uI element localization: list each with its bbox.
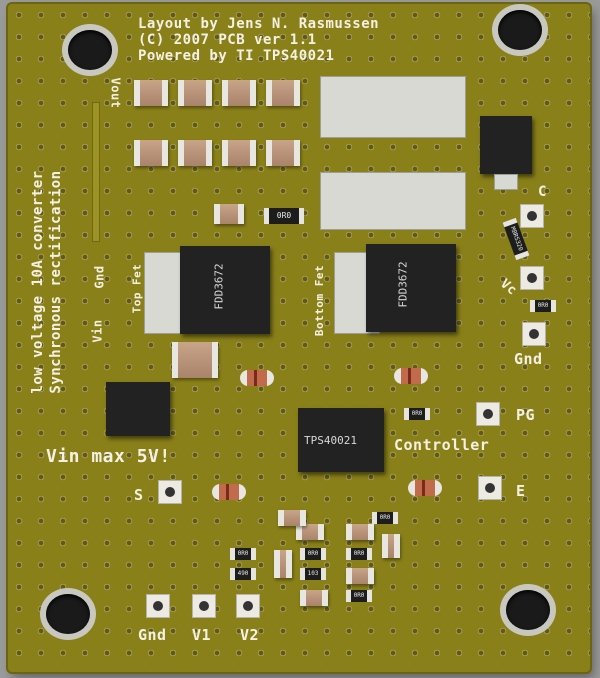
resistor-0r0-a: 0R0 xyxy=(230,548,256,560)
header-pad-vc xyxy=(520,266,544,290)
inductor-pad-top xyxy=(320,76,466,138)
label-gnd-bottom: Gnd xyxy=(138,626,167,644)
label-gnd-right: Gnd xyxy=(514,350,543,368)
glass-diode xyxy=(240,370,274,386)
small-capacitor xyxy=(300,590,328,606)
label-s: S xyxy=(134,486,144,504)
small-capacitor xyxy=(382,534,400,558)
output-capacitor xyxy=(134,80,168,106)
output-capacitor xyxy=(178,140,212,166)
output-capacitor xyxy=(266,80,300,106)
header-pad-gnd-bottom xyxy=(146,594,170,618)
diode-tab xyxy=(494,174,518,190)
bottom-fet-label: Bottom Fet xyxy=(313,264,327,337)
resistor-0r0-b: 0R0 xyxy=(300,548,326,560)
input-diode xyxy=(106,382,170,436)
controller-ic-part: TPS40021 xyxy=(304,434,357,447)
header-pad-e xyxy=(478,476,502,500)
top-fet-label: Top Fet xyxy=(130,263,144,314)
vout-label: Vout xyxy=(108,77,123,109)
mosfet-bottom-part: FDD3672 xyxy=(396,261,410,308)
glass-diode xyxy=(408,480,442,496)
side-text-2: Synchronous rectification xyxy=(48,170,64,394)
vout-rail xyxy=(92,102,100,242)
small-capacitor xyxy=(278,510,306,526)
label-v1: V1 xyxy=(192,626,212,644)
mosfet-top-part: FDD3672 xyxy=(212,263,226,310)
resistor-0r0-right: 0R0 xyxy=(530,300,556,312)
header-pad-gnd xyxy=(522,322,546,346)
output-capacitor xyxy=(222,140,256,166)
label-v2: V2 xyxy=(240,626,260,644)
gnd-left-label: Gnd xyxy=(92,265,107,289)
resistor-0r0: 0R0 xyxy=(264,208,304,224)
mounting-hole-top-left xyxy=(68,30,112,70)
pcb-board: Layout by Jens N. Rasmussen (C) 2007 PCB… xyxy=(8,4,590,672)
resistor-490: 490 xyxy=(230,568,256,580)
header-pad-s xyxy=(158,480,182,504)
header-pad-v1 xyxy=(192,594,216,618)
controller-ic xyxy=(298,408,384,472)
resistor-0r0-d: 0R0 xyxy=(346,590,372,602)
glass-diode xyxy=(394,368,428,384)
controller-label: Controller xyxy=(394,436,490,454)
output-capacitor xyxy=(134,140,168,166)
side-text-1: low voltage 10A converter xyxy=(30,170,46,394)
resistor-0r0-e: 0R0 xyxy=(372,512,398,524)
inductor-pad-bottom xyxy=(320,172,466,230)
vin-left-label: Vin xyxy=(90,319,105,343)
small-capacitor xyxy=(346,524,374,540)
small-capacitor xyxy=(274,550,292,578)
label-c: C xyxy=(538,184,547,200)
header-pad-v2 xyxy=(236,594,260,618)
credit-line-3: Powered by TI TPS40021 xyxy=(138,48,335,64)
mosfet-top-fet xyxy=(180,246,270,334)
small-capacitor xyxy=(296,524,324,540)
schottky-diode-top xyxy=(480,116,532,174)
glass-diode xyxy=(212,484,246,500)
resistor-0r0-pg: 0R0 xyxy=(404,408,430,420)
vin-max-label: Vin max 5V! xyxy=(46,446,171,467)
credit-line-2: (C) 2007 PCB ver 1.1 xyxy=(138,32,317,48)
mounting-hole-top-right xyxy=(498,10,542,50)
resistor-103: 103 xyxy=(300,568,326,580)
output-capacitor xyxy=(266,140,300,166)
input-capacitor xyxy=(172,342,218,378)
label-e: E xyxy=(516,482,526,500)
mounting-hole-bottom-left xyxy=(46,594,90,634)
resistor-0r0-c: 0R0 xyxy=(346,548,372,560)
credit-line-1: Layout by Jens N. Rasmussen xyxy=(138,16,380,32)
label-vc: Vc xyxy=(497,276,520,299)
label-pg: PG xyxy=(516,406,536,424)
small-capacitor xyxy=(214,204,244,224)
small-capacitor xyxy=(346,568,374,584)
header-pad-c xyxy=(520,204,544,228)
mounting-hole-bottom-right xyxy=(506,590,550,630)
mosfet-bottom-fet xyxy=(366,244,456,332)
output-capacitor xyxy=(178,80,212,106)
output-capacitor xyxy=(222,80,256,106)
header-pad-pg xyxy=(476,402,500,426)
